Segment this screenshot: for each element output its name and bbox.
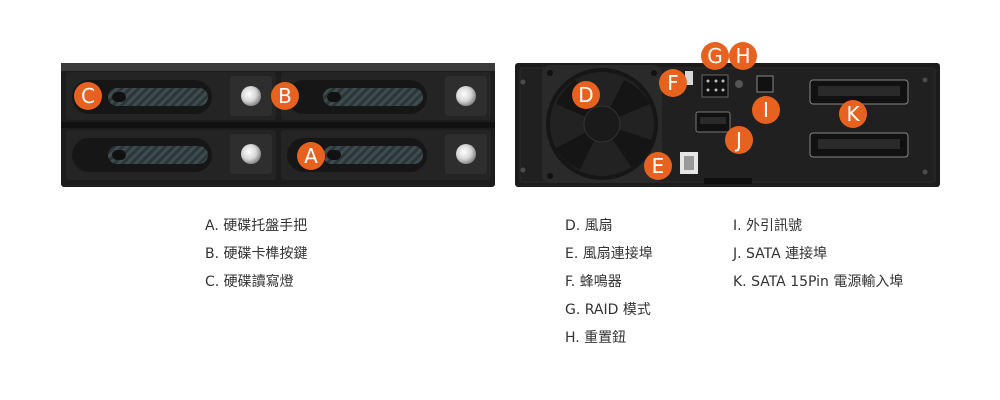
legend-item-b: B. 硬碟卡榫按鍵 bbox=[205, 246, 308, 262]
badge-f-label: F bbox=[667, 71, 679, 95]
legend-item-k: K. SATA 15Pin 電源輸入埠 bbox=[733, 274, 904, 290]
legend-item-i: I. 外引訊號 bbox=[733, 218, 803, 234]
legend-item-g: G. RAID 模式 bbox=[565, 302, 651, 318]
badge-k-label: K bbox=[846, 102, 860, 126]
badge-i-label: I bbox=[763, 98, 769, 122]
badge-b-label: B bbox=[278, 84, 292, 108]
drive-tray[interactable] bbox=[281, 130, 491, 180]
fan bbox=[542, 65, 662, 183]
badge-d: D bbox=[572, 81, 600, 109]
legend-item-h: H. 重置鈕 bbox=[565, 330, 627, 346]
badge-c-label: C bbox=[81, 84, 95, 108]
legend-item-a: A. 硬碟托盤手把 bbox=[205, 218, 308, 234]
badge-e: E bbox=[644, 152, 672, 180]
drive-tray[interactable] bbox=[66, 130, 276, 180]
legend-column-2: D. 風扇 E. 風扇連接埠 F. 蜂鳴器 G. RAID 模式 H. 重置鈕 bbox=[565, 216, 653, 356]
badge-e-label: E bbox=[652, 154, 665, 178]
legend-column-3: I. 外引訊號 J. SATA 連接埠 K. SATA 15Pin 電源輸入埠 bbox=[733, 216, 903, 300]
drive-tray[interactable] bbox=[281, 72, 491, 120]
legend-item-d: D. 風扇 bbox=[565, 218, 613, 234]
badge-a-label: A bbox=[304, 144, 318, 168]
badge-g-label: G bbox=[707, 44, 723, 68]
badge-d-label: D bbox=[578, 83, 593, 107]
badge-h-label: H bbox=[735, 44, 750, 68]
legend-column-1: A. 硬碟托盤手把 B. 硬碟卡榫按鍵 C. 硬碟讀寫燈 bbox=[205, 216, 308, 300]
badge-k: K bbox=[839, 100, 867, 128]
drive-tray[interactable] bbox=[66, 72, 276, 120]
badge-a: A bbox=[297, 142, 325, 170]
front-view bbox=[61, 63, 495, 187]
badge-c: C bbox=[74, 82, 102, 110]
legend-item-e: E. 風扇連接埠 bbox=[565, 246, 653, 262]
badge-g: G bbox=[701, 42, 729, 70]
legend-item-f: F. 蜂鳴器 bbox=[565, 274, 622, 290]
badge-h: H bbox=[729, 42, 757, 70]
rear-view bbox=[515, 63, 940, 187]
badge-i: I bbox=[752, 96, 780, 124]
legend-item-c: C. 硬碟讀寫燈 bbox=[205, 274, 294, 290]
badge-j: J bbox=[725, 126, 753, 154]
badge-j-label: J bbox=[734, 128, 742, 152]
badge-b: B bbox=[271, 82, 299, 110]
badge-f: F bbox=[659, 69, 687, 97]
legend-item-j: J. SATA 連接埠 bbox=[733, 246, 828, 262]
